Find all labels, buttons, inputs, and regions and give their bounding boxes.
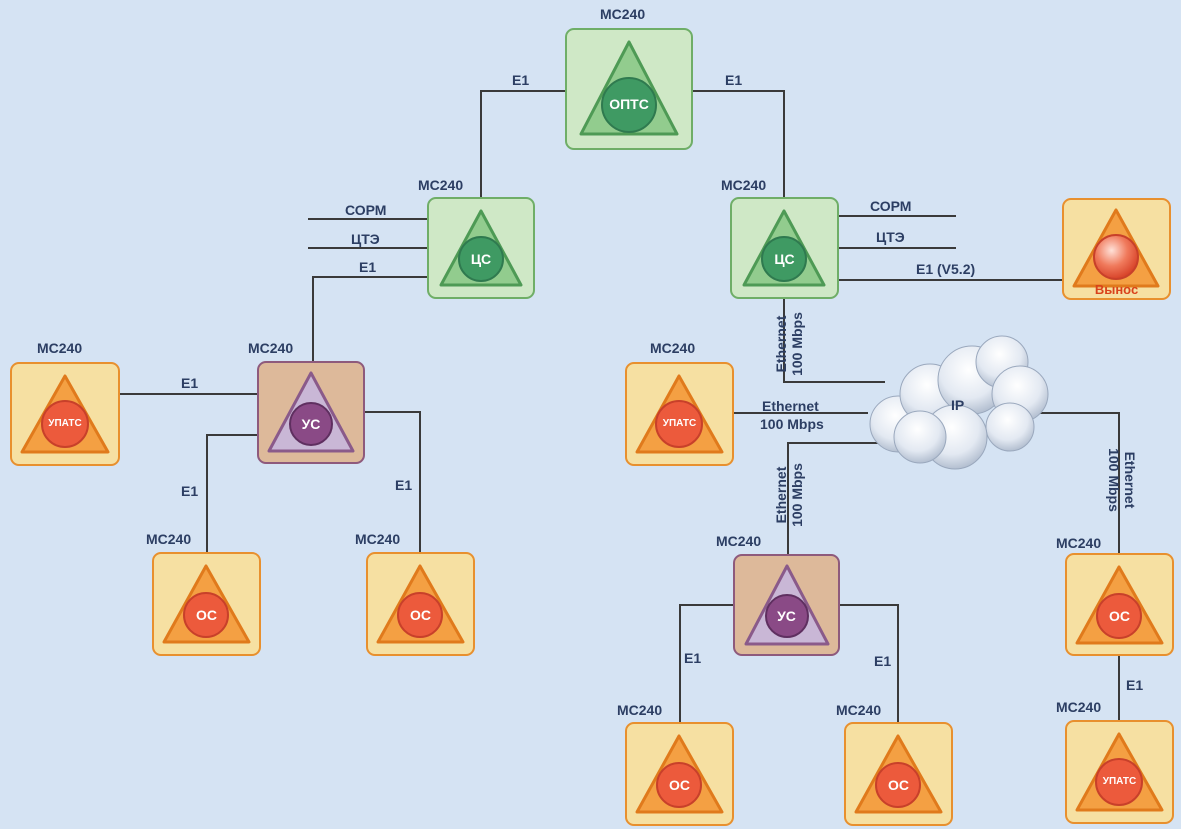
link-cs-left-us-left xyxy=(312,276,428,362)
triangle-circle-icon xyxy=(744,564,830,646)
node-us-left[interactable]: УС xyxy=(257,361,365,464)
node-os-right-2[interactable]: ОС xyxy=(844,722,953,826)
model-label-upats-far: МС240 xyxy=(1056,699,1102,715)
sorm-label-right: СОРМ xyxy=(870,198,912,214)
e1-label-cs-left: E1 xyxy=(359,259,377,275)
node-cs-right[interactable]: ЦС xyxy=(730,197,839,299)
e1-label-os-far: E1 xyxy=(1126,677,1144,693)
ethernet-label-cs-right: Ethernet 100 Mbps xyxy=(773,294,809,394)
e1-v52-label: E1 (V5.2) xyxy=(916,261,976,277)
triangle-circle-icon xyxy=(376,564,465,644)
node-upats-far[interactable]: УПАТС xyxy=(1065,720,1174,824)
node-cs-left[interactable]: ЦС xyxy=(427,197,535,299)
node-opts[interactable]: ОПТС xyxy=(565,28,693,150)
node-glyph: ЦС xyxy=(774,251,795,267)
node-glyph: ОС xyxy=(410,607,431,623)
node-glyph: УПАТС xyxy=(662,418,697,429)
model-label-os-right-1: МС240 xyxy=(617,702,663,718)
triangle-circle-icon xyxy=(439,209,523,287)
ethernet-label-os-far: Ethernet 100 Mbps xyxy=(1102,430,1138,530)
vynos-label: Вынос xyxy=(1094,282,1139,297)
link-opts-cs-right xyxy=(692,90,785,197)
node-glyph: ОС xyxy=(669,777,690,793)
link-cs-right-cloud xyxy=(783,298,885,383)
speed-text: 100 Mbps xyxy=(1106,448,1122,512)
e1-label-opts-left: E1 xyxy=(512,72,530,88)
e1-label-opts-right: E1 xyxy=(725,72,743,88)
speed-text: 100 Mbps xyxy=(789,463,805,527)
e1-label-os-right-1: E1 xyxy=(684,650,702,666)
triangle-circle-icon xyxy=(20,374,110,454)
node-glyph: ОС xyxy=(1109,608,1130,624)
triangle-circle-icon xyxy=(854,734,943,814)
cte-label-left: ЦТЭ xyxy=(351,231,380,247)
model-label-us-left: МС240 xyxy=(248,340,294,356)
triangle-circle-icon xyxy=(267,371,355,453)
cloud-label: IP xyxy=(951,397,965,413)
link-us-left-os-2 xyxy=(364,411,421,553)
ethernet-text: Ethernet xyxy=(773,315,789,373)
model-label-os-right-2: МС240 xyxy=(836,702,882,718)
ethernet-label-us-right: Ethernet 100 Mbps xyxy=(773,445,809,545)
ip-cloud xyxy=(869,335,1049,470)
node-upats-right[interactable]: УПАТС xyxy=(625,362,734,466)
node-glyph: УС xyxy=(301,416,321,432)
node-os-right-1[interactable]: ОС xyxy=(625,722,734,826)
triangle-circle-icon xyxy=(635,734,724,814)
link-opts-cs-left xyxy=(480,90,566,197)
speed-label-upats-right: 100 Mbps xyxy=(760,416,824,432)
triangle-circle-icon xyxy=(1072,208,1160,288)
triangle-circle-icon xyxy=(1075,565,1164,645)
e1-label-upats-left: E1 xyxy=(181,375,199,391)
node-us-right[interactable]: УС xyxy=(733,554,840,656)
speed-text: 100 Mbps xyxy=(789,312,805,376)
model-label-upats-left: МС240 xyxy=(37,340,83,356)
node-os-left-1[interactable]: ОС xyxy=(152,552,261,656)
e1-label-os-right-2: E1 xyxy=(874,653,892,669)
triangle-circle-icon xyxy=(635,374,724,454)
model-label-us-right: МС240 xyxy=(716,533,762,549)
node-glyph: ОПТС xyxy=(609,96,649,112)
node-upats-left[interactable]: УПАТС xyxy=(10,362,120,466)
e1-label-os-left-1: E1 xyxy=(181,483,199,499)
link-cloud-us-right xyxy=(787,442,880,555)
cte-label-right: ЦТЭ xyxy=(876,229,905,245)
triangle-circle-icon xyxy=(742,209,826,287)
model-label-opts: МС240 xyxy=(600,6,646,22)
ethernet-text: Ethernet xyxy=(773,466,789,524)
model-label-cs-right: МС240 xyxy=(721,177,767,193)
triangle-circle-icon xyxy=(579,40,679,136)
sorm-label-left: СОРМ xyxy=(345,202,387,218)
link-us-left-os-1 xyxy=(206,434,258,553)
model-label-upats-right: МС240 xyxy=(650,340,696,356)
link-cloud-os-far xyxy=(1040,412,1120,553)
node-glyph: ОС xyxy=(196,607,217,623)
node-glyph: ЦС xyxy=(470,251,492,267)
ethernet-label-upats-right: Ethernet xyxy=(762,398,819,414)
node-glyph: ОС xyxy=(888,777,909,793)
triangle-circle-icon xyxy=(162,564,251,644)
triangle-circle-icon xyxy=(1075,732,1164,812)
node-os-far[interactable]: ОС xyxy=(1065,553,1174,656)
model-label-cs-left: МС240 xyxy=(418,177,464,193)
ethernet-text: Ethernet xyxy=(1122,451,1138,509)
model-label-os-left-2: МС240 xyxy=(355,531,401,547)
node-vynos[interactable]: Вынос xyxy=(1062,198,1171,300)
model-label-os-far: МС240 xyxy=(1056,535,1102,551)
link-us-right-os-2 xyxy=(839,604,899,725)
node-glyph: УПАТС xyxy=(1102,776,1137,787)
node-glyph: УПАТС xyxy=(48,418,82,429)
node-os-left-2[interactable]: ОС xyxy=(366,552,475,656)
link-us-right-os-1 xyxy=(679,604,734,725)
e1-label-os-left-2: E1 xyxy=(395,477,413,493)
node-glyph: УС xyxy=(777,608,796,624)
model-label-os-left-1: МС240 xyxy=(146,531,192,547)
